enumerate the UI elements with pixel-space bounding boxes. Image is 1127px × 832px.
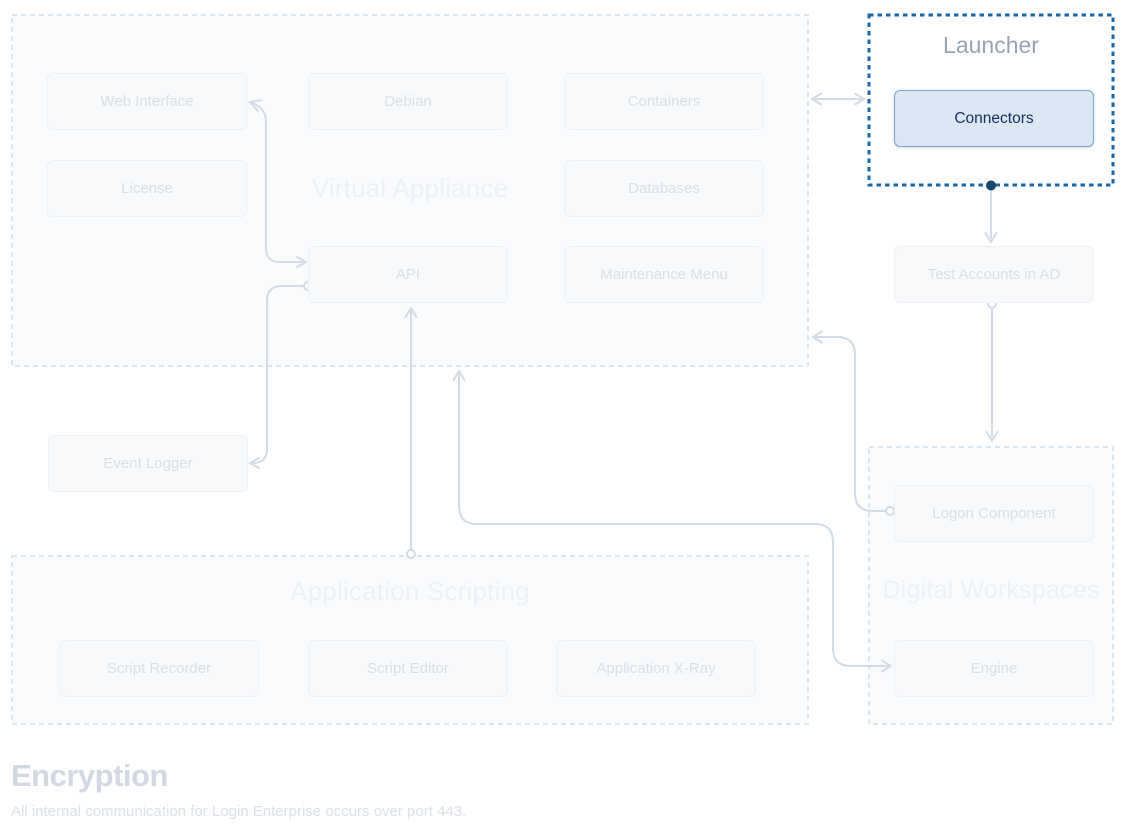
node-license-label: License <box>121 180 173 197</box>
node-databases-label: Databases <box>628 180 700 197</box>
arrowhead-into-launcher-border <box>854 92 865 106</box>
virtual-appliance-group-title: Virtual Appliance <box>311 173 509 203</box>
encryption-description: All internal communication for Login Ent… <box>11 803 467 820</box>
edge-dot-logon-component <box>885 506 895 516</box>
edge-dot-launcher-bottom <box>986 180 996 191</box>
node-engine-label: Engine <box>970 660 1018 677</box>
node-debian-label: Debian <box>384 93 432 110</box>
arrowhead-into-web-interface <box>249 99 263 112</box>
arrowhead-into-api-bottom <box>404 307 418 318</box>
node-containers-label: Containers <box>627 93 701 110</box>
node-script-recorder-label: Script Recorder <box>106 660 212 677</box>
node-connectors-label: Connectors <box>954 109 1034 127</box>
edge-dot-appscripting-top <box>406 549 416 559</box>
node-script-recorder[interactable]: Script Recorder <box>59 640 259 697</box>
node-application-x-ray[interactable]: Application X-Ray <box>556 640 756 697</box>
node-event-logger-label: Event Logger <box>103 455 193 472</box>
arrowhead-into-engine <box>881 659 892 673</box>
arrowhead-into-va-border <box>811 92 822 106</box>
edge-va-engine <box>458 373 889 667</box>
arrowhead-into-api-left <box>296 256 307 268</box>
node-maintenance-menu[interactable]: Maintenance Menu <box>564 246 764 303</box>
edge-logoncomponent-va <box>815 336 886 512</box>
node-script-editor[interactable]: Script Editor <box>308 640 508 697</box>
node-debian[interactable]: Debian <box>308 73 508 130</box>
node-engine[interactable]: Engine <box>894 640 1094 697</box>
node-maintenance-menu-label: Maintenance Menu <box>600 266 728 283</box>
node-api-label: API <box>395 266 421 283</box>
application-scripting-group-title: Application Scripting <box>290 576 530 606</box>
node-logon-component-label: Logon Component <box>932 505 1056 522</box>
node-connectors[interactable]: Connectors <box>894 90 1094 147</box>
arrowhead-into-dw-border <box>985 431 999 442</box>
node-containers[interactable]: Containers <box>564 73 764 130</box>
node-application-x-ray-label: Application X-Ray <box>596 660 716 677</box>
node-databases[interactable]: Databases <box>564 160 764 217</box>
node-logon-component[interactable]: Logon Component <box>894 485 1094 542</box>
launcher-group-title: Launcher <box>943 32 1039 58</box>
node-test-accounts-in-ad[interactable]: Test Accounts in AD <box>894 246 1094 303</box>
encryption-heading: Encryption <box>11 758 168 793</box>
node-api[interactable]: API <box>308 246 508 303</box>
arrowhead-into-event-logger <box>249 457 260 469</box>
node-license[interactable]: License <box>47 160 247 217</box>
edge-api-eventlogger <box>252 285 305 464</box>
arrowhead-into-va-bottom <box>452 370 466 381</box>
node-event-logger[interactable]: Event Logger <box>48 435 248 492</box>
edge-webinterface-api <box>251 102 303 263</box>
node-test-accounts-in-ad-label: Test Accounts in AD <box>927 266 1061 283</box>
digital-workspaces-group-title: Digital Workspaces <box>882 576 1100 604</box>
node-script-editor-label: Script Editor <box>367 660 449 677</box>
node-web-interface-label: Web Interface <box>100 93 194 110</box>
arrowhead-into-va-right <box>812 330 823 344</box>
arrowhead-into-test-accounts <box>984 232 998 243</box>
node-web-interface[interactable]: Web Interface <box>47 73 247 130</box>
